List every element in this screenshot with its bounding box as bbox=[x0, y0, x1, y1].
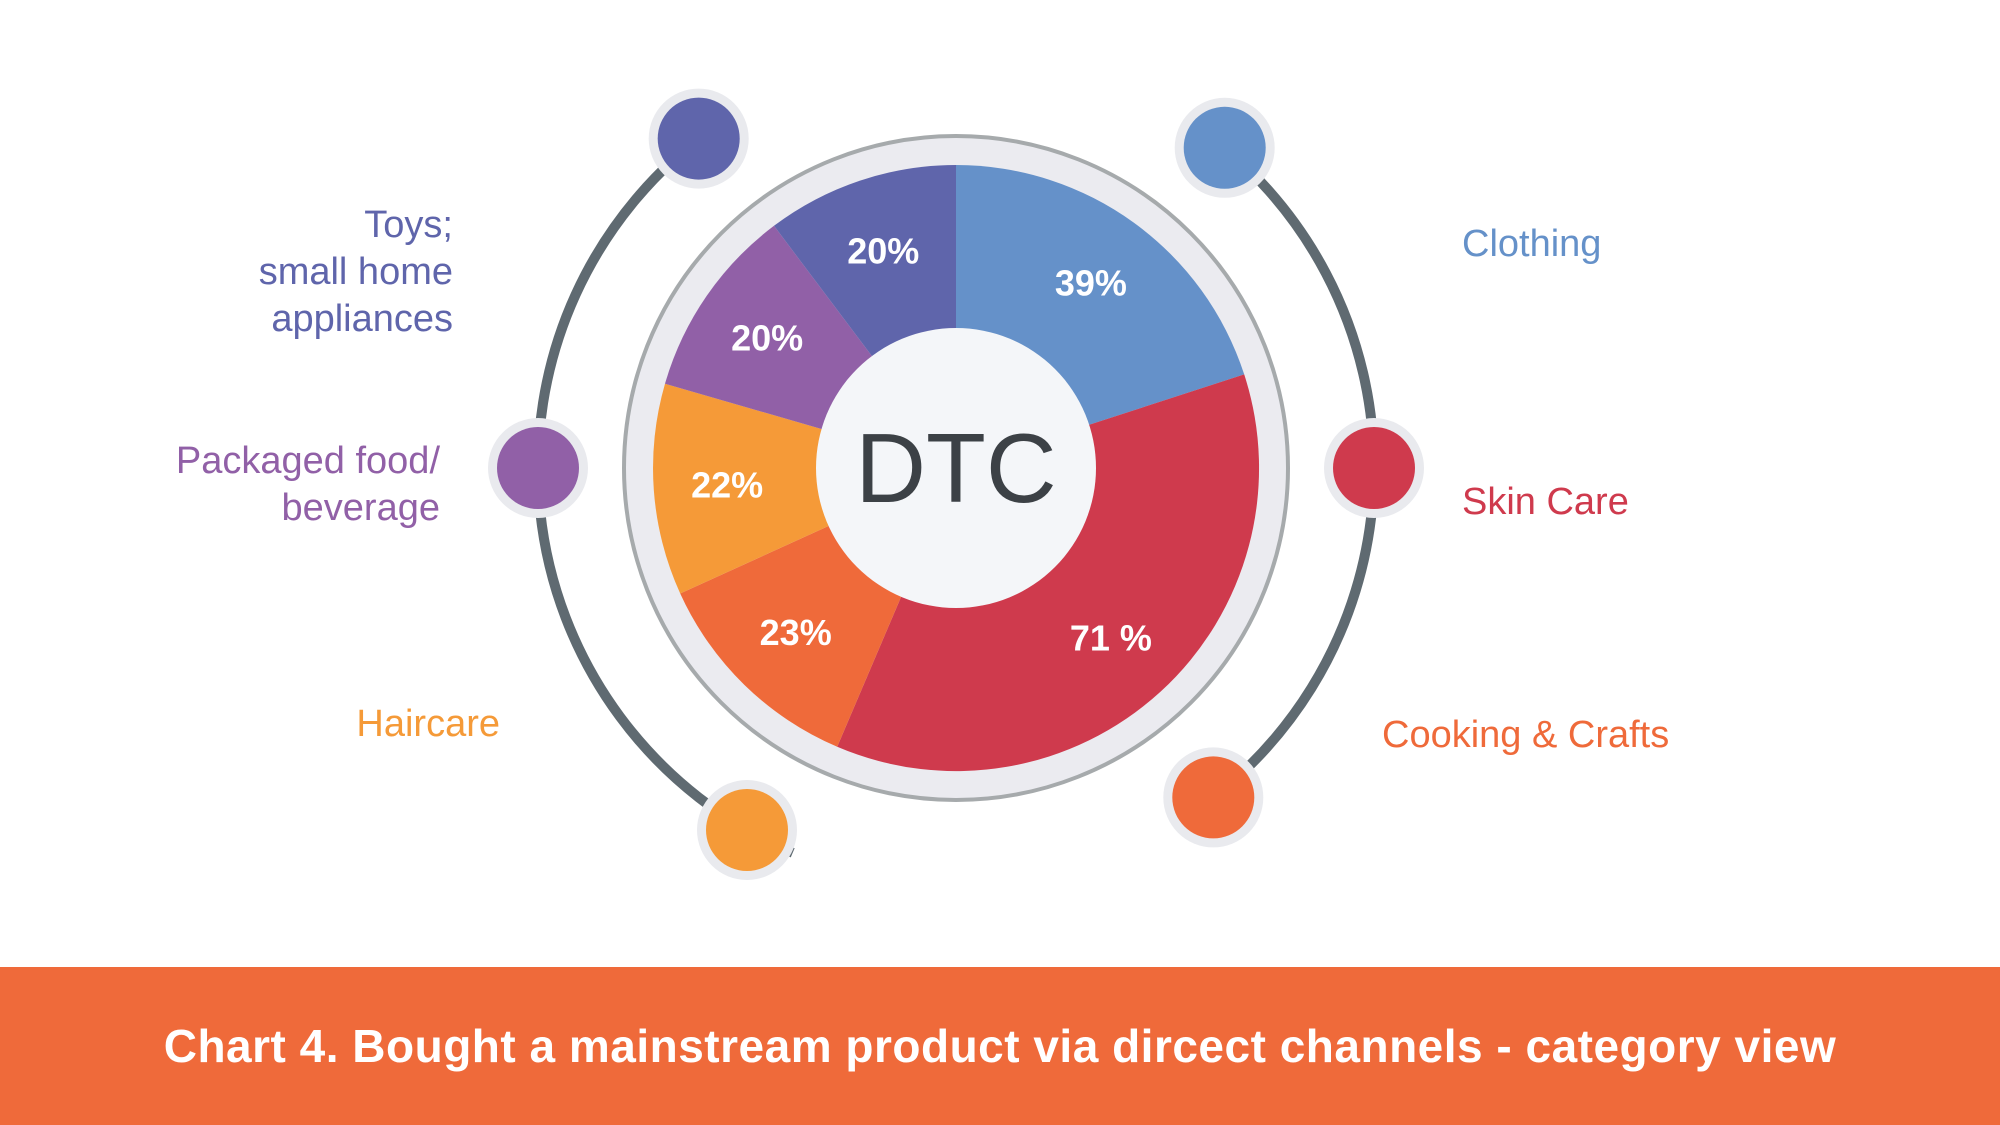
category-label-cooking-crafts: Cooking & Crafts bbox=[1382, 714, 1670, 756]
category-label-skin-care: Skin Care bbox=[1462, 481, 1629, 523]
slice-label-1: 71 % bbox=[1070, 617, 1152, 658]
slice-labels: 39% 71 % 23% 22% 20% 20% bbox=[691, 230, 1152, 658]
category-markers bbox=[488, 88, 1424, 880]
category-label-haircare: Haircare bbox=[356, 703, 500, 745]
chart-area: DTC 39% 71 % 23% 22% 20% 20% Toys; small home… bbox=[175, 88, 1670, 880]
marker-dot-4 bbox=[497, 427, 579, 509]
slice-label-4: 20% bbox=[731, 318, 803, 359]
marker-dot-5 bbox=[657, 97, 740, 180]
chart-caption: Chart 4. Bought a mainstream product via… bbox=[163, 1020, 1837, 1072]
marker-dot-1 bbox=[1333, 427, 1415, 509]
slice-label-0: 39% bbox=[1055, 262, 1127, 303]
marker-dot-3 bbox=[706, 789, 788, 871]
center-circle bbox=[816, 328, 1096, 608]
category-label-packaged-food: Packaged food/ beverage bbox=[175, 440, 440, 529]
pie-chart: DTC 39% 71 % 23% 22% 20% 20% bbox=[488, 88, 1424, 880]
slice-label-2: 23% bbox=[760, 612, 832, 653]
category-label-clothing: Clothing bbox=[1462, 223, 1602, 265]
slice-label-5: 20% bbox=[847, 230, 919, 271]
pie-slice-3 bbox=[653, 383, 956, 594]
footer-banner: Chart 4. Bought a mainstream product via… bbox=[0, 967, 2000, 1125]
marker-dot-2 bbox=[1172, 756, 1255, 839]
center-label: DTC bbox=[855, 413, 1056, 523]
marker-dot-0 bbox=[1183, 106, 1266, 189]
slice-label-3: 22% bbox=[691, 465, 763, 506]
category-label-toys: Toys; small home appliances bbox=[258, 204, 453, 340]
